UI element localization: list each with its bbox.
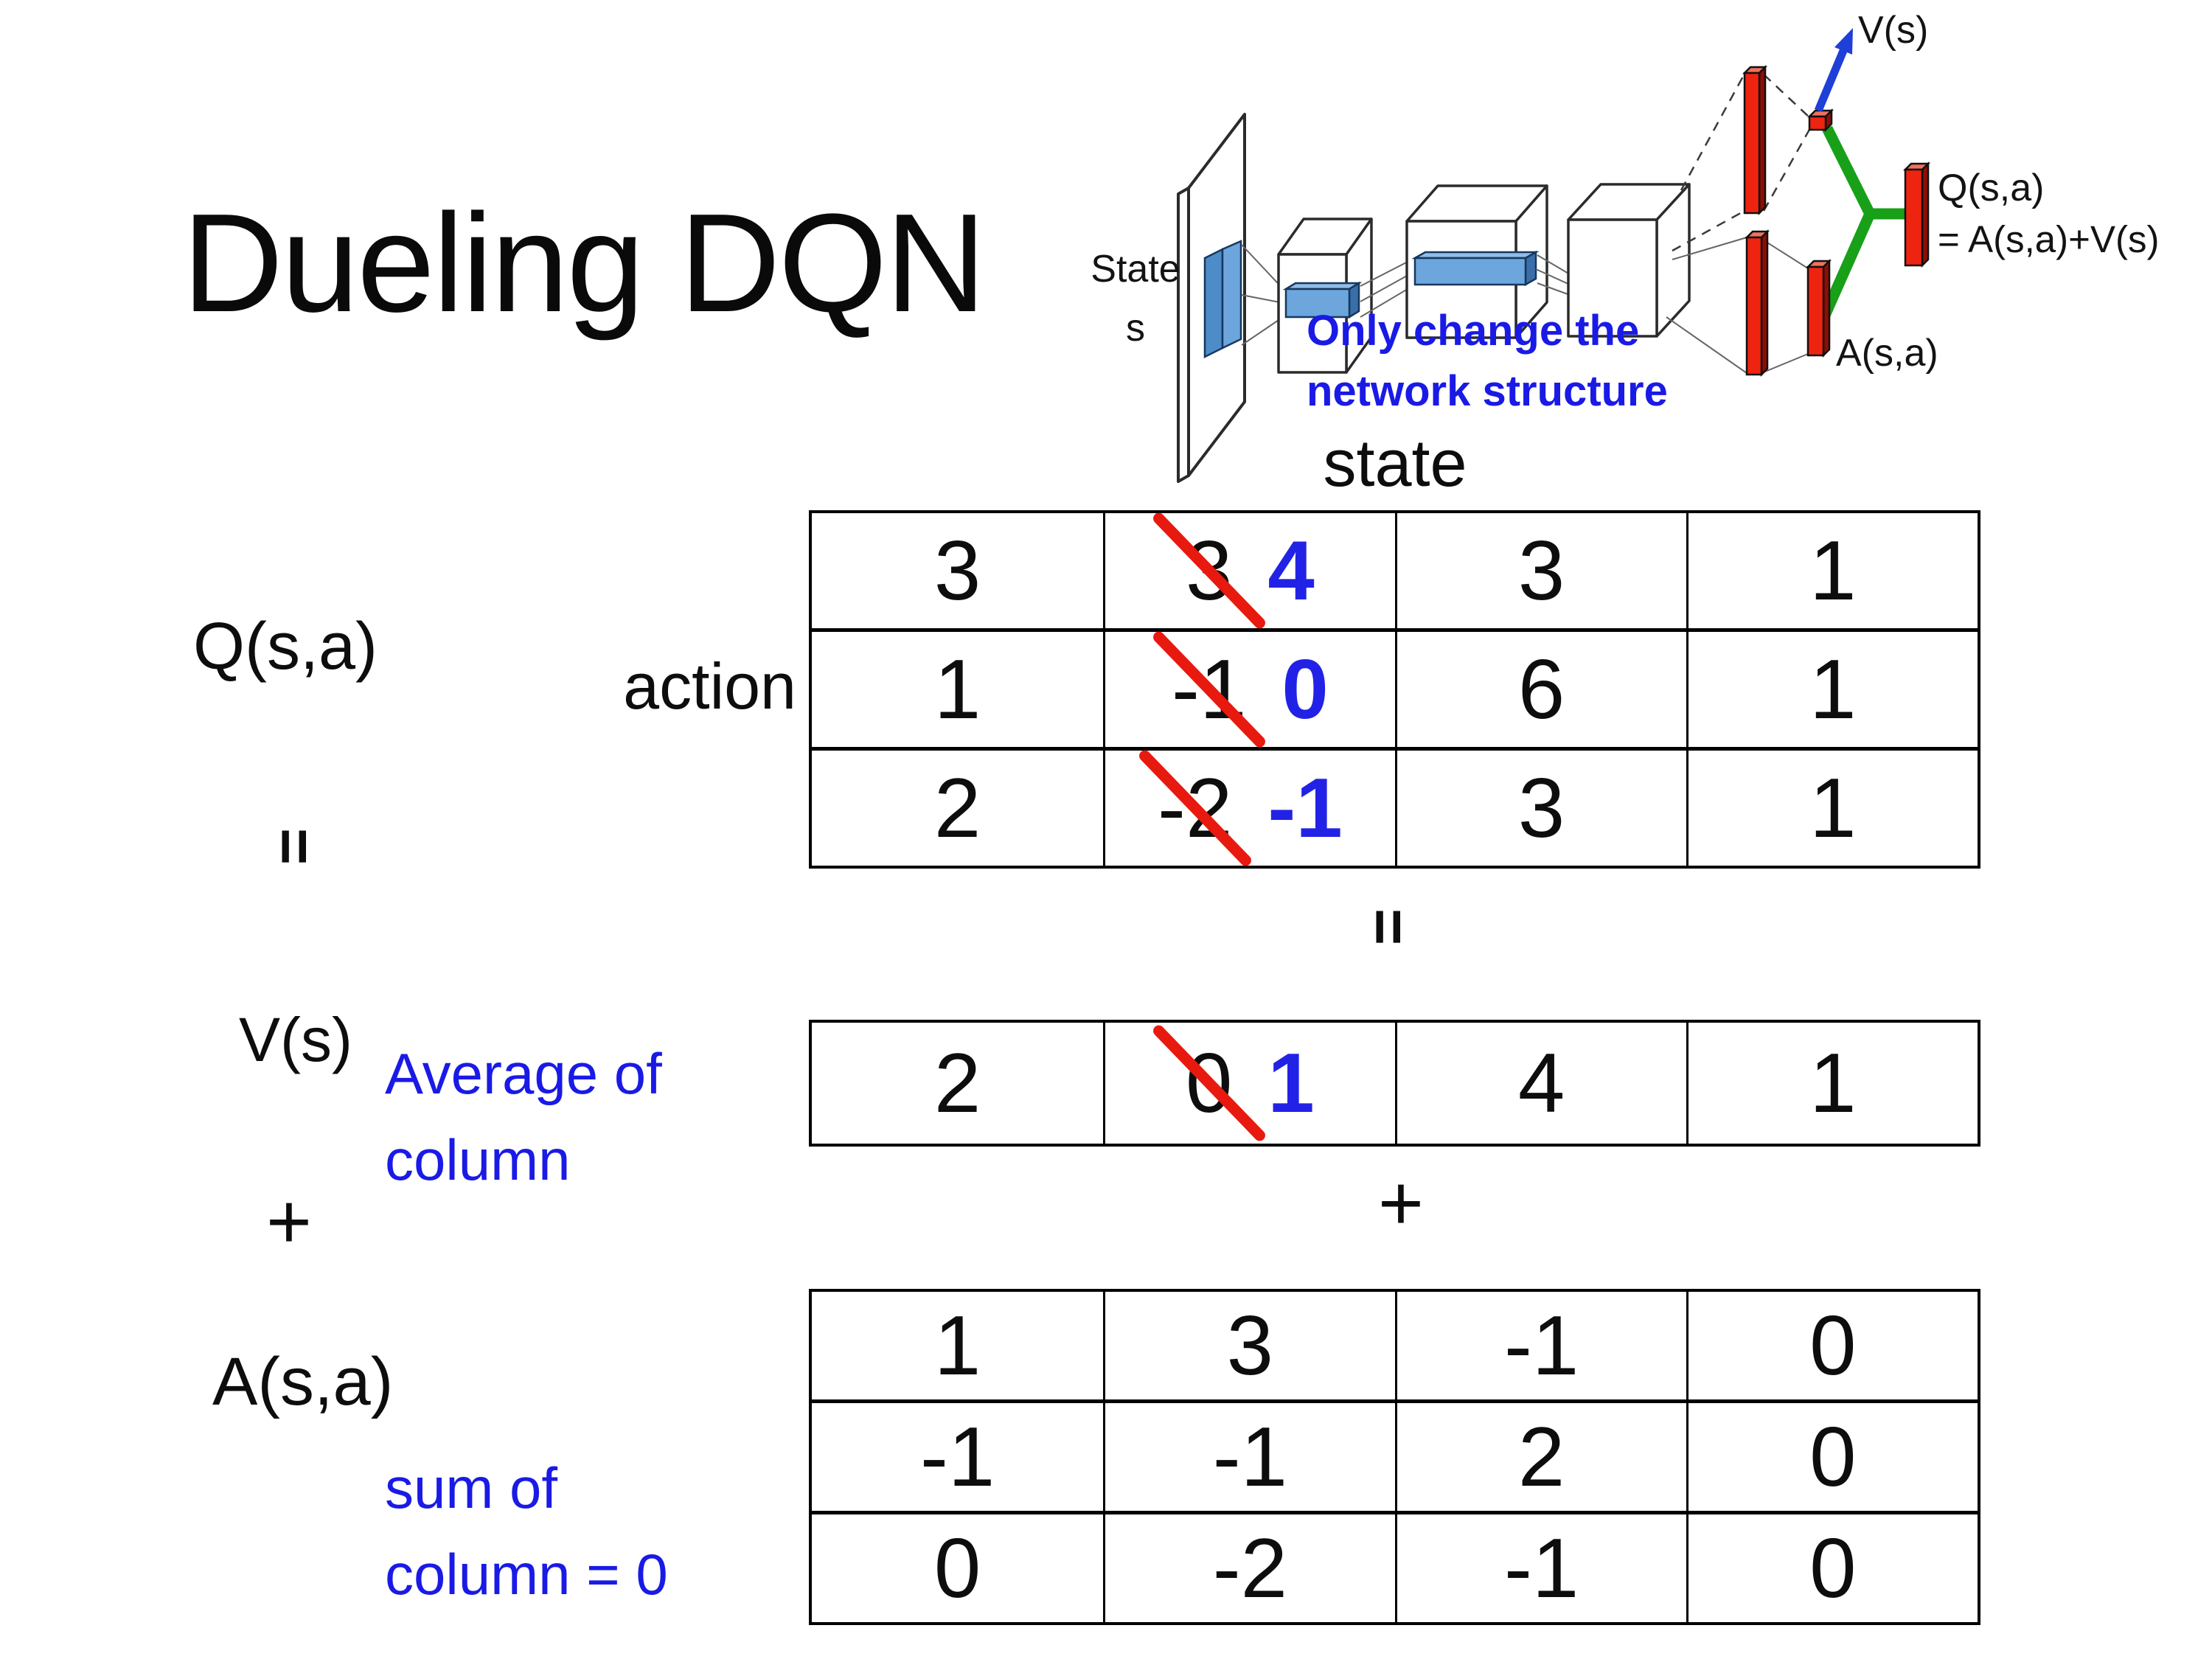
value-arrow-head [1834,28,1853,55]
a-cell: 0 [1686,1403,1978,1511]
advantage-stream-line [1761,238,1809,269]
advantage-stream-line [1672,237,1747,260]
value-stream-dashed-line [1672,209,1745,252]
projection-line [1535,268,1571,285]
replacement-value: 0 [1281,642,1329,737]
advantage-stream-line [1666,316,1747,374]
v-cell: 2 [933,1036,981,1130]
equals-rotated-mid: = [1353,908,1425,946]
a-matrix-label: A(s,a) [212,1344,394,1419]
v-cell: 0 1 [1103,1023,1394,1144]
a-cell: -1 [1394,1514,1686,1622]
table-row: 1 3 -1 0 [812,1292,1978,1399]
kernel-bar2-front [1413,257,1527,286]
conv1-feature-wedge-front [1203,247,1224,359]
advantage-stream-line [1761,353,1809,374]
table-row: 1 -1 0 6 1 [812,628,1978,750]
table-row: 2 -2 -1 3 1 [812,747,1978,869]
q-cell: 1 [1686,632,1978,747]
value-stream-dashed-line [1680,73,1746,191]
q-cell: 1 [1686,513,1978,628]
q-matrix-label: Q(s,a) [193,610,378,684]
table-row: 3 3 4 3 1 [812,510,1978,631]
projection-line [1537,282,1571,296]
value-scalar-node [1808,115,1827,131]
table-row: 0 -2 -1 0 [812,1511,1978,1622]
q-cell: 2 [933,761,981,855]
value-hidden-bar [1743,72,1761,215]
table-row: 2 0 1 4 1 [812,1023,1978,1144]
advantage-hidden-bar [1745,236,1763,376]
v-cell: 4 [1394,1023,1686,1144]
network-architecture-diagram: State s V(s) Q(s,a) = A(s,a)+V(s) A(s,a)… [1091,9,2159,483]
diagram-state-label-line2: s [1126,307,1145,349]
value-stream-dashed-line [1762,128,1812,212]
a-cell: 0 [1686,1514,1978,1622]
q-cell: 1 [933,642,981,737]
action-label: action [623,650,796,723]
q-cell: 3 4 [1103,510,1394,631]
a-cell: -1 [1103,1403,1394,1511]
value-arrow [1814,45,1849,113]
diagram-q-label-line2: = A(s,a)+V(s) [1938,218,2159,260]
q-output-bar [1904,168,1924,267]
q-cell: 1 [1686,751,1978,866]
plus-sign-mid: + [1378,1159,1424,1247]
a-cell: -1 [1394,1292,1686,1399]
input-plane-side [1177,187,1190,483]
a-cell: 1 [933,1298,981,1393]
diagram-q-label-line1: Q(s,a) [1938,167,2044,209]
q-cell: 3 [933,524,981,618]
table-row: -1 -1 2 0 [812,1399,1978,1511]
fc-box-front [1567,218,1658,338]
replacement-value: 4 [1267,524,1315,618]
aggregation-y-connector [1822,125,1905,220]
q-cell: -2 -1 [1103,748,1394,869]
diagram-a-label: A(s,a) [1836,332,1938,375]
v-matrix-label: V(s) [239,1005,352,1074]
q-cell: -1 0 [1103,629,1394,750]
sum-note-line1: sum of [385,1455,558,1520]
replacement-value: 1 [1267,1036,1315,1130]
diagram-v-label: V(s) [1858,9,1928,52]
q-cell: 3 [1394,751,1686,866]
a-table: 1 3 -1 0 -1 -1 [809,1289,1980,1625]
v-cell: 1 [1686,1023,1978,1144]
a-cell: -2 [1103,1514,1394,1622]
value-stream-dashed-line [1763,74,1811,119]
a-cell: 2 [1394,1403,1686,1511]
q-cell: 6 [1394,632,1686,747]
diagram-state-label-line1: State [1091,248,1180,291]
average-note-line1: Average of [385,1041,662,1106]
slide-title: Dueling DQN [182,185,987,341]
average-note-line2: column [385,1127,571,1192]
a-cell: 3 [1103,1292,1394,1399]
plus-sign-left: + [266,1178,312,1265]
diagram-note-line1: Only change the [1307,307,1639,355]
kernel-bar2-side [1524,250,1537,287]
kernel-bar1-front [1284,288,1351,319]
equals-rotated-left: = [259,827,330,866]
a-cell: 0 [933,1521,981,1615]
q-cell: 3 [1394,513,1686,628]
average-of-column-note: Average of column [385,1031,662,1203]
state-header: state [1323,427,1467,501]
a-cell: -1 [919,1410,995,1504]
a-cell: 0 [1686,1292,1978,1399]
advantage-output-bar [1806,265,1825,357]
q-table: 3 3 4 3 1 1 -1 0 [809,510,1980,869]
sum-of-column-note: sum of column = 0 [385,1445,668,1618]
replacement-value: -1 [1267,761,1343,855]
projection-line [1537,254,1571,275]
sum-note-line2: column = 0 [385,1542,668,1607]
diagram-note-line2: network structure [1307,367,1668,415]
v-table: 2 0 1 4 1 [809,1020,1980,1147]
conv1-feature-wedge-side [1221,240,1242,349]
